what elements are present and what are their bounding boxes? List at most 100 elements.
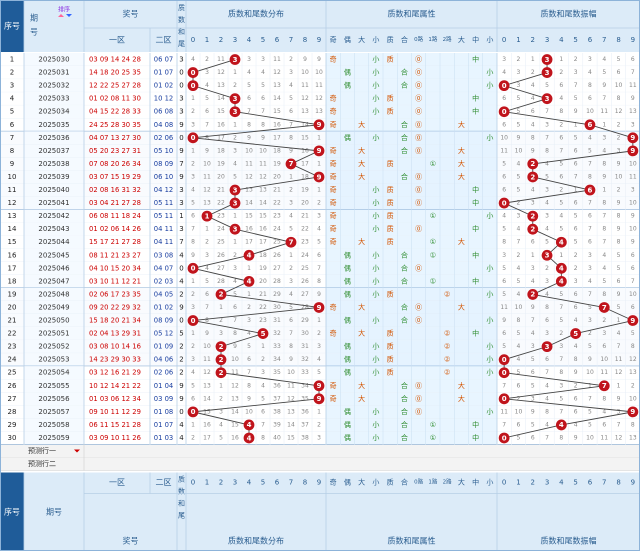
dist-ball — [187, 67, 199, 78]
sort-up-icon[interactable] — [58, 14, 64, 17]
dist-miss-count: 15 — [259, 213, 267, 220]
amp-digit-header: 7 — [602, 36, 606, 44]
dist-ball-label: 3 — [233, 225, 238, 233]
attr-mark: ② — [444, 290, 450, 298]
amp-miss-count: 8 — [531, 134, 535, 141]
amp-miss-count: 11 — [629, 82, 637, 89]
dist-ball — [229, 54, 241, 65]
amp-miss-count: 10 — [515, 147, 523, 154]
dist-miss-count: 5 — [205, 95, 209, 102]
amp-miss-count: 3 — [545, 213, 549, 220]
back-numbers: 08 09 — [154, 317, 173, 325]
dist-miss-count: 3 — [289, 69, 293, 76]
dist-miss-count: 9 — [191, 252, 195, 259]
attr-mark: ⓪ — [415, 199, 422, 207]
back-numbers: 01 09 — [154, 343, 173, 351]
amp-miss-count: 5 — [531, 356, 535, 363]
amp-trend-line — [575, 320, 633, 335]
issue-cell — [24, 261, 84, 275]
prediction-row-2[interactable] — [0, 457, 640, 471]
attr-mark: 小 — [486, 289, 493, 298]
back-numbers: 05 11 — [154, 199, 173, 207]
amp-ball-label: 4 — [559, 421, 564, 429]
attr-mark: ⓪ — [415, 408, 422, 416]
dist-ball-label: 2 — [219, 291, 224, 299]
dist-miss-count: 21 — [259, 291, 267, 298]
sort-down-icon[interactable] — [66, 14, 72, 17]
dist-miss-count: 22 — [217, 200, 225, 207]
dist-miss-count: 18 — [301, 173, 309, 180]
amp-miss-count: 7 — [574, 173, 578, 180]
amp-miss-count: 4 — [588, 69, 592, 76]
amp-miss-count: 10 — [500, 134, 508, 141]
dist-ball-label: 2 — [219, 356, 224, 364]
seq-cell: 26 — [8, 382, 17, 390]
amp-miss-count: 1 — [559, 56, 563, 63]
dist-miss-count: 8 — [261, 121, 265, 128]
dist-miss-count: 35 — [301, 395, 309, 402]
amp-miss-count: 12 — [629, 356, 637, 363]
dist-miss-count: 4 — [317, 226, 321, 233]
dist-miss-count: 3 — [205, 69, 209, 76]
attr-mark: ① — [430, 212, 436, 220]
amp-miss-count: 9 — [531, 304, 535, 311]
footer-dist-digit: 1 — [205, 479, 209, 487]
amp-miss-count: 4 — [602, 408, 606, 415]
attr-mark: 偶 — [344, 250, 351, 259]
footer-attr: 质数和尾属性 — [388, 536, 436, 546]
issue-cell — [24, 157, 84, 171]
amp-miss-count: 8 — [559, 369, 563, 376]
dist-miss-count: 6 — [261, 95, 265, 102]
issue-cell — [24, 209, 84, 223]
dist-miss-count: 2 — [289, 56, 293, 63]
issue-cell-text: 2025033 — [38, 95, 69, 103]
amp-miss-count: 5 — [588, 408, 592, 415]
footer-amp-digit: 2 — [531, 479, 535, 487]
amp-ball-label: 2 — [530, 225, 535, 233]
amp-trend-line — [504, 346, 548, 361]
back-numbers: 06 07 — [154, 56, 173, 64]
attr-mark: 偶 — [344, 68, 351, 77]
amp-miss-count: 5 — [559, 226, 563, 233]
footer-amp-digit: 3 — [545, 479, 549, 487]
amp-miss-count: 9 — [574, 434, 578, 441]
attr-mark: 质 — [387, 342, 394, 351]
dist-miss-count: 34 — [301, 382, 309, 389]
amp-ball-label: 7 — [602, 382, 607, 390]
amp-ball-label: 9 — [630, 317, 635, 325]
dist-miss-count: 3 — [289, 200, 293, 207]
attr-mark: 中 — [472, 276, 479, 285]
dist-trend-line — [192, 254, 250, 269]
amp-miss-count: 8 — [602, 200, 606, 207]
prediction-row-1[interactable] — [0, 444, 640, 458]
amp-trend-line — [504, 85, 548, 100]
dist-miss-count: 9 — [289, 147, 293, 154]
issue-cell-text: 2025030 — [38, 56, 69, 64]
amp-miss-count: 4 — [545, 226, 549, 233]
dist-miss-count: 3 — [191, 304, 195, 311]
calc-value: 9 — [179, 395, 183, 403]
dist-ball-label: 0 — [191, 408, 196, 416]
dist-miss-count: 3 — [191, 173, 195, 180]
amp-miss-count: 10 — [515, 304, 523, 311]
predict-expand-icon[interactable] — [74, 449, 80, 453]
amp-miss-count: 6 — [631, 265, 635, 272]
dist-miss-count: 16 — [259, 226, 267, 233]
amp-miss-count: 11 — [600, 434, 608, 441]
amp-miss-count: 4 — [531, 121, 535, 128]
attr-mark: 小 — [486, 133, 493, 142]
dist-miss-count: 3 — [219, 330, 223, 337]
dist-header: 质数和尾数分布 — [228, 9, 284, 19]
footer-attr-col: 合 — [401, 478, 408, 487]
amp-miss-count: 6 — [502, 187, 506, 194]
dist-miss-count: 4 — [219, 421, 223, 428]
amp-miss-count: 8 — [502, 239, 506, 246]
dist-trend-line — [234, 111, 320, 126]
dist-miss-count: 25 — [273, 239, 281, 246]
amp-ball — [541, 54, 553, 65]
issue-cell — [24, 366, 84, 380]
footer-calc-char: 数 — [178, 487, 185, 496]
amp-miss-count: 10 — [615, 173, 623, 180]
issue-cell-text: 2025041 — [38, 199, 69, 207]
dist-miss-count: 3 — [191, 121, 195, 128]
